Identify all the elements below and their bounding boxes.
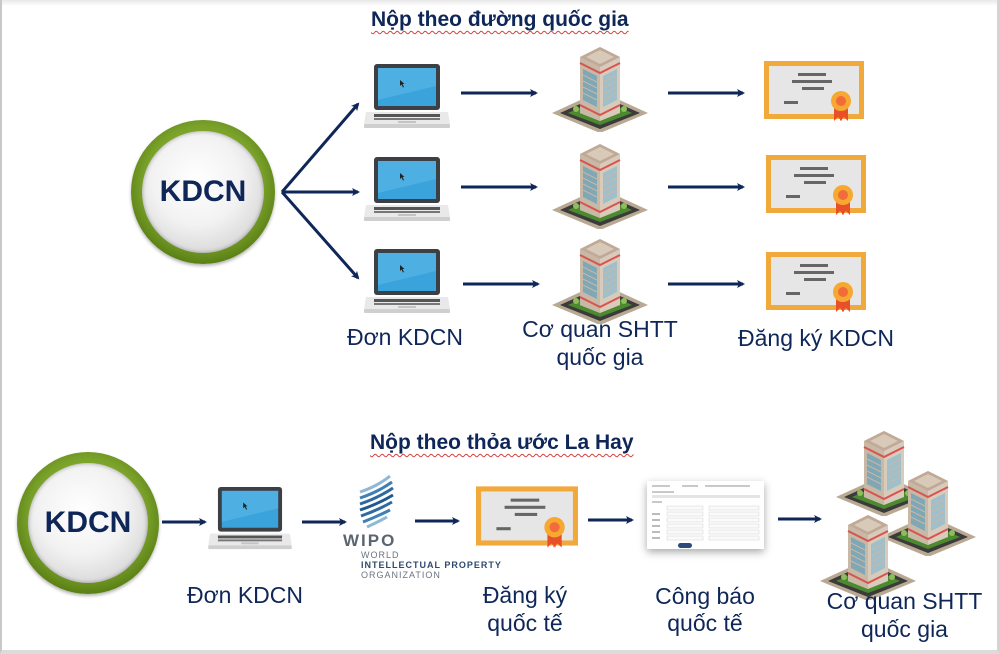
certificate-icon <box>766 252 866 314</box>
hague-kdcn-origin: KDCN <box>17 452 159 594</box>
laptop-icon <box>362 247 452 317</box>
wipo-line1: WORLD <box>361 550 400 560</box>
national-step-label: Cơ quan SHTT <box>522 316 678 342</box>
hague-step-label: Cơ quan SHTT <box>826 588 983 614</box>
national-kdcn-origin: KDCN <box>131 120 275 264</box>
hague-step-label: quốc tế <box>667 610 743 636</box>
hague-step-label: Đơn KDCN <box>186 582 304 608</box>
certificate-icon <box>764 61 864 123</box>
national-step-label: Đăng ký KDCN <box>738 325 894 351</box>
hague-kdcn-label: KDCN <box>44 506 132 539</box>
laptop-icon <box>206 485 294 553</box>
wipo-line2: INTELLECTUAL PROPERTY <box>361 560 502 570</box>
national-step-label: quốc gia <box>556 344 644 370</box>
bulletin-form-icon <box>647 481 764 549</box>
building-icon <box>550 232 650 324</box>
wipo-acronym: WIPO <box>343 531 397 550</box>
hague-step-label: quốc gia <box>861 616 948 642</box>
hague-step-label: quốc tế <box>487 610 563 636</box>
building-icon <box>818 508 918 600</box>
certificate-icon <box>476 486 578 550</box>
national-step-label: Đơn KDCN <box>346 324 464 350</box>
national-title: Nộp theo đường quốc gia <box>371 8 629 31</box>
wipo-globe-icon <box>359 474 394 528</box>
certificate-icon <box>766 155 866 217</box>
branch-arrow-bottom <box>280 191 360 280</box>
national-kdcn-label: KDCN <box>159 175 247 208</box>
laptop-icon <box>362 155 452 225</box>
wipo-line3: ORGANIZATION <box>361 570 441 580</box>
hague-step-label: Công báo <box>655 583 755 609</box>
national-arrows <box>280 89 745 288</box>
building-icon <box>550 137 650 229</box>
top-shadow <box>2 0 997 6</box>
branch-arrow-top <box>280 102 360 193</box>
hague-title: Nộp theo thỏa ước La Hay <box>370 431 634 454</box>
hague-step-label: Đăng ký <box>482 582 568 608</box>
building-icon <box>550 40 650 132</box>
laptop-icon <box>362 62 452 132</box>
hague-arrows <box>162 515 822 526</box>
